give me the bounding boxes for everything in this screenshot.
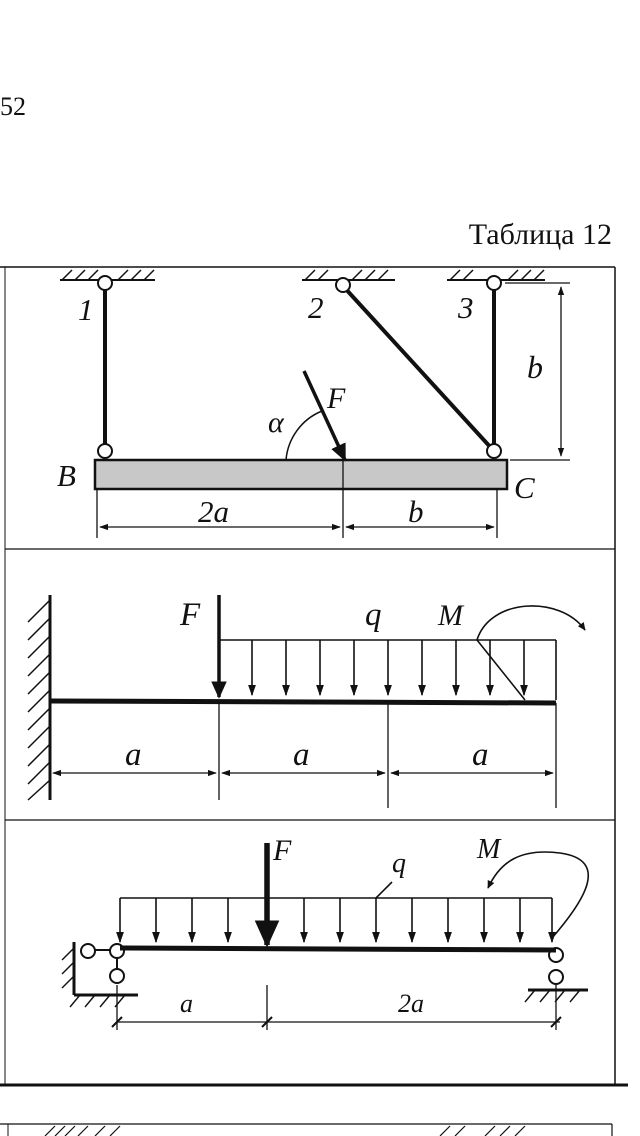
- left-support: [61, 942, 138, 1008]
- angle-alpha-label: α: [268, 406, 285, 439]
- ceiling-supports: [60, 269, 545, 281]
- rods: [103, 284, 496, 452]
- dimension-a2-label: a: [293, 737, 310, 773]
- moment-m-label: M: [476, 834, 502, 865]
- hinges: [97, 275, 502, 459]
- dimension-b-horizontal-label: b: [408, 494, 424, 529]
- force-f-label: F: [326, 382, 346, 415]
- scheme-2: F q M a a a: [27, 595, 586, 808]
- dimension-lines-3: [111, 985, 562, 1030]
- dimension-a3-label: a: [472, 737, 489, 773]
- beam-bc: [93, 458, 509, 491]
- rod-3-label: 3: [457, 290, 474, 325]
- force-f-label: F: [179, 597, 201, 633]
- distributed-load-q: [218, 639, 557, 700]
- dimension-lines-2: [52, 701, 557, 808]
- moment-m: [476, 605, 586, 701]
- table-caption: Таблица 12: [468, 218, 612, 251]
- distributed-load-q: [116, 881, 556, 944]
- load-q-label: q: [392, 848, 406, 879]
- force-f-label: F: [272, 834, 292, 867]
- scheme-1: 1 2 3 b F α B C 2a b: [57, 269, 570, 538]
- page-number: 52: [0, 92, 26, 121]
- simply-supported-beam: [119, 945, 557, 953]
- force-f-arrow: [302, 370, 347, 462]
- scheme-3: F q M a 2a: [61, 834, 590, 1030]
- dimension-a-label: a: [180, 989, 193, 1018]
- table-frame: [0, 266, 628, 1136]
- moment-m: [487, 851, 590, 939]
- moment-m-label: M: [437, 599, 465, 632]
- point-c-label: C: [514, 470, 535, 505]
- angle-arc: [285, 410, 323, 461]
- dimension-a1-label: a: [125, 737, 142, 773]
- rod-1-label: 1: [78, 292, 94, 327]
- load-q-label: q: [365, 597, 382, 633]
- right-support: [524, 947, 588, 1003]
- dimension-lines-1: [96, 460, 498, 538]
- cantilever-beam: [49, 698, 557, 706]
- dimension-b-label: b: [527, 349, 543, 385]
- dimension-b-vertical: [505, 282, 570, 461]
- point-b-label: B: [57, 458, 76, 493]
- dimension-2a-label: 2a: [398, 989, 424, 1018]
- dimension-2a-label: 2a: [198, 494, 229, 529]
- rod-2-label: 2: [308, 290, 324, 325]
- fixed-wall: [27, 595, 52, 801]
